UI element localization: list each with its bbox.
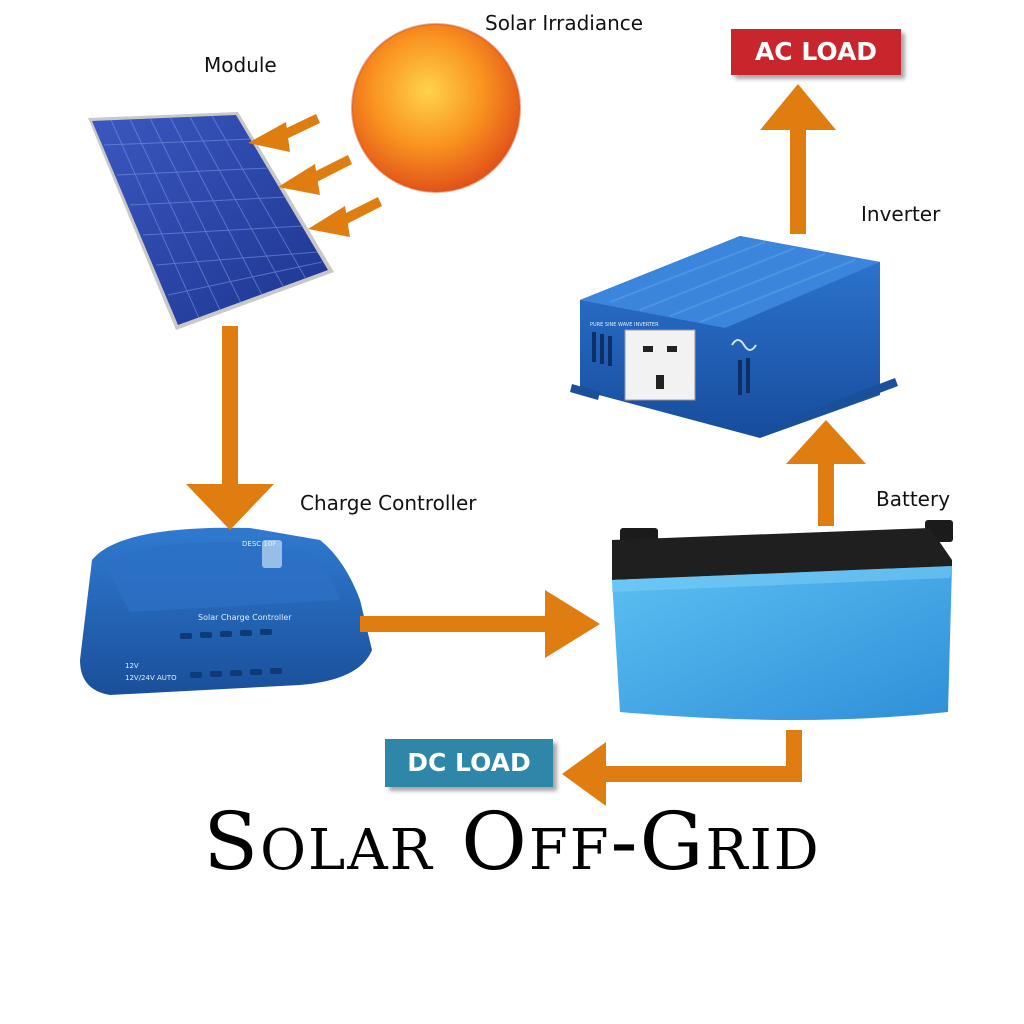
arrow-module-to-controller xyxy=(186,326,274,530)
main-title-text: Solar Off-Grid xyxy=(203,795,821,888)
inverter-label: Inverter xyxy=(861,202,941,226)
inverter-device: PURE SINE WAVE INVERTER xyxy=(570,236,898,438)
charge-controller-label: Charge Controller xyxy=(300,491,477,515)
dc-load-box: DC LOAD xyxy=(385,739,553,787)
battery-label: Battery xyxy=(876,487,951,511)
charge-controller-device: DESC 10F Solar Charge Controller 12V 12V… xyxy=(80,527,372,695)
solar-panel-module xyxy=(88,112,334,330)
irradiance-arrow-2 xyxy=(278,155,352,195)
battery-device xyxy=(612,520,953,720)
module-label: Module xyxy=(204,53,277,77)
sun-icon xyxy=(351,23,521,193)
ac-load-box: AC LOAD xyxy=(731,29,901,75)
controller-model-text: DESC 10F xyxy=(242,540,276,548)
solar-irradiance-label: Solar Irradiance xyxy=(485,11,644,35)
arrow-controller-to-battery xyxy=(360,590,600,658)
controller-name-text: Solar Charge Controller xyxy=(198,613,292,622)
arrow-inverter-to-ac-load xyxy=(760,84,836,234)
controller-voltage-text-1: 12V xyxy=(125,662,139,670)
arrow-battery-to-inverter xyxy=(786,420,866,526)
arrow-battery-to-dc-load xyxy=(562,730,802,806)
controller-voltage-text-2: 12V/24V AUTO xyxy=(125,674,177,682)
main-title: Solar Off-Grid xyxy=(0,795,1024,888)
irradiance-arrow-1 xyxy=(248,114,320,152)
irradiance-arrow-3 xyxy=(308,197,382,237)
inverter-name-text: PURE SINE WAVE INVERTER xyxy=(590,322,659,328)
